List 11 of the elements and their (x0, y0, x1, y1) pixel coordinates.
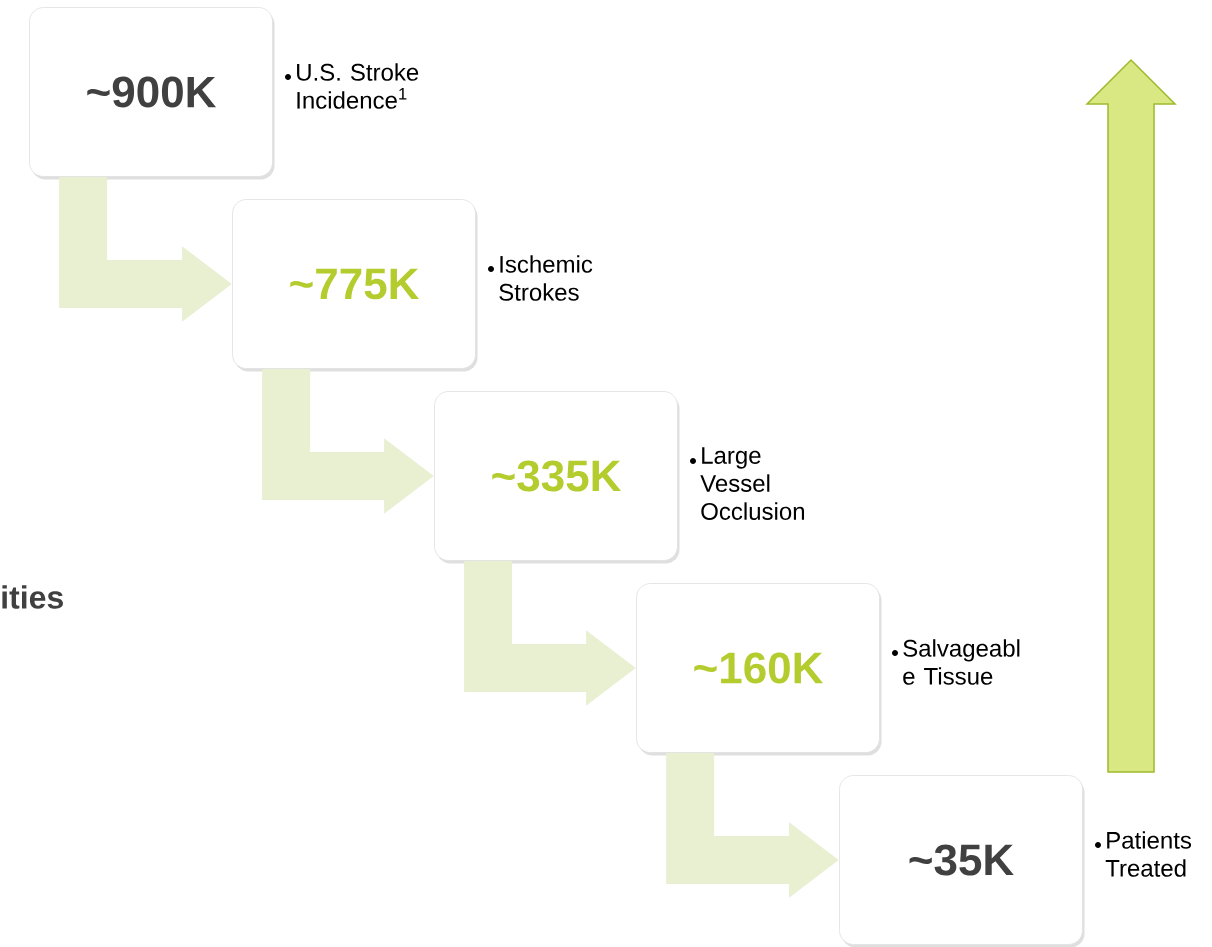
number-box: ~160K (636, 583, 882, 756)
number-box: ~775K (232, 199, 478, 372)
number-box: ~900K (29, 7, 275, 180)
beside-text: Large Vessel Occlusion (700, 447, 804, 520)
beside-text: U.S. Stroke Incidence$^{1}$ (297, 63, 419, 109)
beside-text: Salvageabl e Tissue (903, 639, 1020, 685)
number-box: ~335K (434, 391, 680, 564)
beside-text: Patients Treated (1105, 831, 1192, 877)
number-box: ~35K (839, 775, 1085, 947)
beside-text: Ischemic Strokes (499, 255, 593, 301)
side-heading: ities (2, 585, 63, 609)
